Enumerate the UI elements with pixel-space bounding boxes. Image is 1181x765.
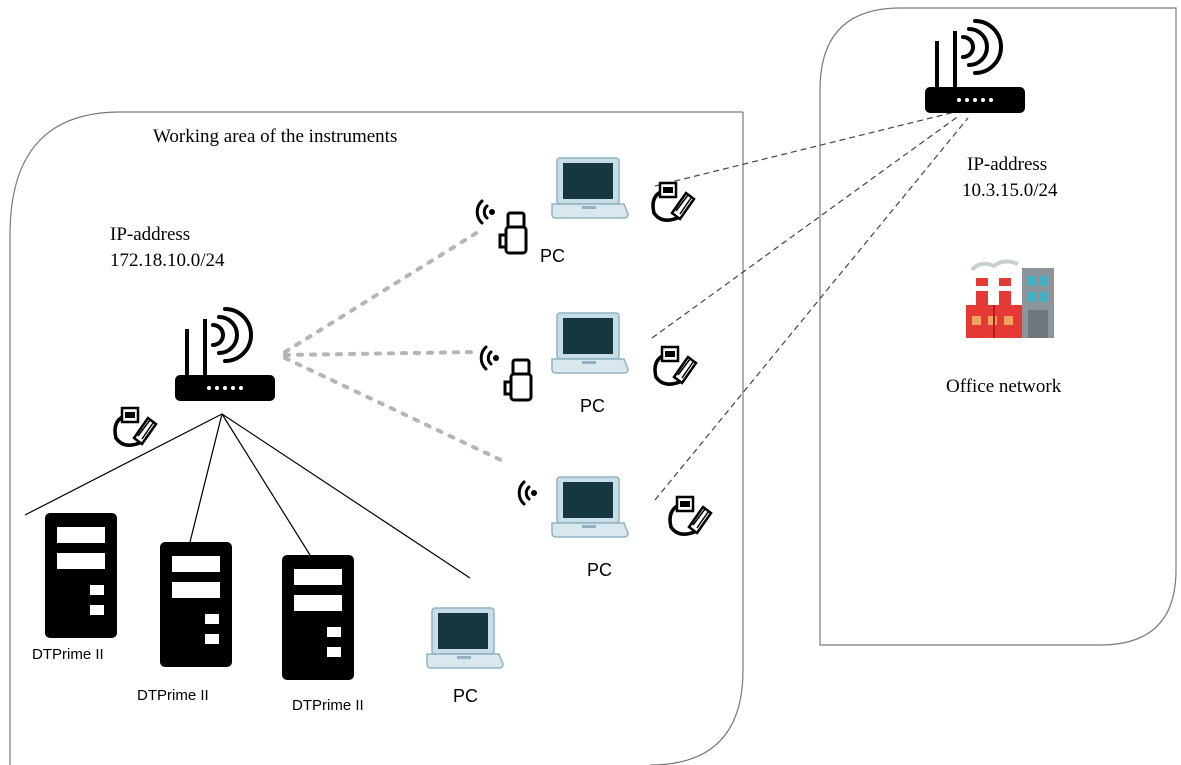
dtprime-1-server-icon — [45, 513, 117, 638]
working-area-ip-label: IP-address — [110, 224, 190, 245]
lan-pc-label: PC — [453, 686, 478, 706]
wired-connections — [24, 413, 471, 579]
office-ip-value: 10.3.15.0/24 — [962, 180, 1058, 201]
pc1-usb-dongle-icon — [498, 211, 528, 255]
wifi-pc-1-laptop-icon — [551, 157, 629, 219]
pc2-wifi-signal-icon — [479, 345, 501, 371]
lan-pc-laptop-icon — [426, 607, 504, 669]
pc3-wifi-signal-icon — [517, 480, 539, 506]
pc3-ethernet-icon — [668, 495, 713, 536]
pc2-usb-dongle-icon — [503, 358, 533, 402]
dtprime-1-label: DTPrime II — [32, 646, 104, 663]
wifi-pc-1-label: PC — [540, 246, 565, 266]
dtprime-3-server-icon — [282, 555, 354, 680]
wifi-pc-3-label: PC — [587, 560, 612, 580]
wifi-pc-2-laptop-icon — [551, 312, 629, 374]
working-area-ip-value: 172.18.10.0/24 — [110, 250, 225, 271]
office-ip-label: IP-address — [967, 154, 1047, 175]
pc1-wifi-signal-icon — [475, 199, 497, 225]
office-area-border — [819, 7, 1177, 646]
dtprime-3-label: DTPrime II — [292, 697, 364, 714]
factory-icon — [966, 259, 1054, 338]
office-network-label: Office network — [946, 376, 1062, 397]
working-area-border — [9, 111, 744, 765]
working-area-title: Working area of the instruments — [153, 126, 397, 147]
router-ethernet-icon — [113, 406, 158, 447]
pc1-ethernet-icon — [651, 181, 696, 222]
instruments-router-icon — [173, 307, 277, 403]
wifi-pc-3-laptop-icon — [551, 476, 629, 538]
wireless-connections — [283, 230, 507, 464]
office-router-icon — [923, 19, 1027, 115]
wifi-pc-2-label: PC — [580, 396, 605, 416]
dtprime-2-server-icon — [160, 542, 232, 667]
dtprime-2-label: DTPrime II — [137, 687, 209, 704]
pc2-ethernet-icon — [653, 345, 698, 386]
office-connections — [651, 111, 969, 501]
